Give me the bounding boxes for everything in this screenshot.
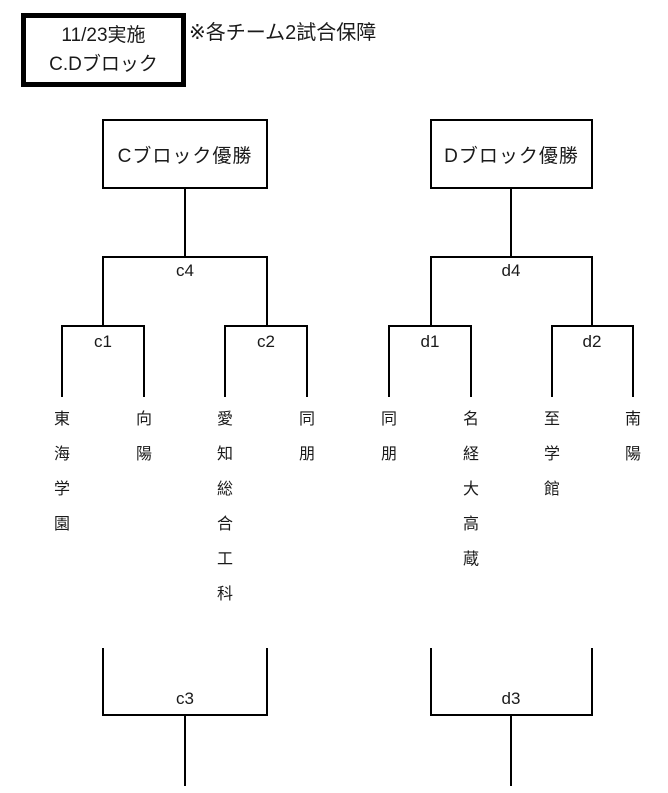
d3-bracket-bottom-line: [430, 714, 593, 716]
c-block-champion-box: Cブロック優勝: [102, 119, 268, 189]
c3-bracket-right-line: [266, 648, 268, 716]
c1-bracket-top-line: [61, 325, 145, 327]
d3-bracket-left-line: [430, 648, 432, 716]
c3-bracket-left-line: [102, 648, 104, 716]
d2-bracket-left-line: [551, 325, 553, 397]
d1-bracket-left-line: [388, 325, 390, 397]
guarantee-note: ※各チーム2試合保障: [189, 22, 377, 44]
match-label-d3: d3: [501, 689, 521, 708]
team-name-c2-left: 愛知総合工科: [216, 411, 233, 603]
d1-bracket-top-line: [388, 325, 472, 327]
team-name-d1-right: 名経大高蔵: [462, 411, 479, 568]
c2-bracket-left-line: [224, 325, 226, 397]
c4-bracket-top-line: [102, 256, 268, 258]
c2-bracket-right-line: [306, 325, 308, 397]
team-name-c1-left: 東海学園: [53, 411, 70, 533]
team-name-d2-right: 南陽: [624, 411, 641, 463]
team-name-c2-right: 同朋: [298, 411, 315, 463]
d3-bracket-right-line: [591, 648, 593, 716]
d4-bracket-left-line: [430, 256, 432, 326]
c2-bracket-top-line: [224, 325, 308, 327]
match-label-c3: c3: [176, 689, 194, 708]
match-label-c2: c2: [257, 332, 275, 351]
d-block-champion-box: Dブロック優勝: [430, 119, 593, 189]
d2-bracket-right-line: [632, 325, 634, 397]
d1-bracket-right-line: [470, 325, 472, 397]
block-name-label: C.Dブロック: [49, 53, 158, 75]
event-date-label: 11/23実施: [61, 24, 146, 46]
match-label-d1: d1: [420, 332, 440, 351]
team-name-d1-left: 同朋: [380, 411, 397, 463]
d3-stem-line: [510, 716, 512, 786]
c4-bracket-right-line: [266, 256, 268, 326]
team-name-c1-right: 向陽: [135, 411, 152, 463]
c4-bracket-left-line: [102, 256, 104, 326]
match-label-d2: d2: [582, 332, 602, 351]
match-label-c4: c4: [176, 261, 194, 280]
d4-bracket-top-line: [430, 256, 593, 258]
d-champion-stem-line: [510, 189, 512, 257]
d2-bracket-top-line: [551, 325, 634, 327]
d4-bracket-right-line: [591, 256, 593, 326]
c1-bracket-right-line: [143, 325, 145, 397]
date-block-box: 11/23実施 C.Dブロック: [21, 13, 186, 87]
c3-bracket-bottom-line: [102, 714, 268, 716]
match-label-c1: c1: [94, 332, 112, 351]
c3-stem-line: [184, 716, 186, 786]
c-champion-stem-line: [184, 189, 186, 257]
team-name-d2-left: 至学館: [543, 411, 560, 498]
match-label-d4: d4: [501, 261, 521, 280]
c1-bracket-left-line: [61, 325, 63, 397]
